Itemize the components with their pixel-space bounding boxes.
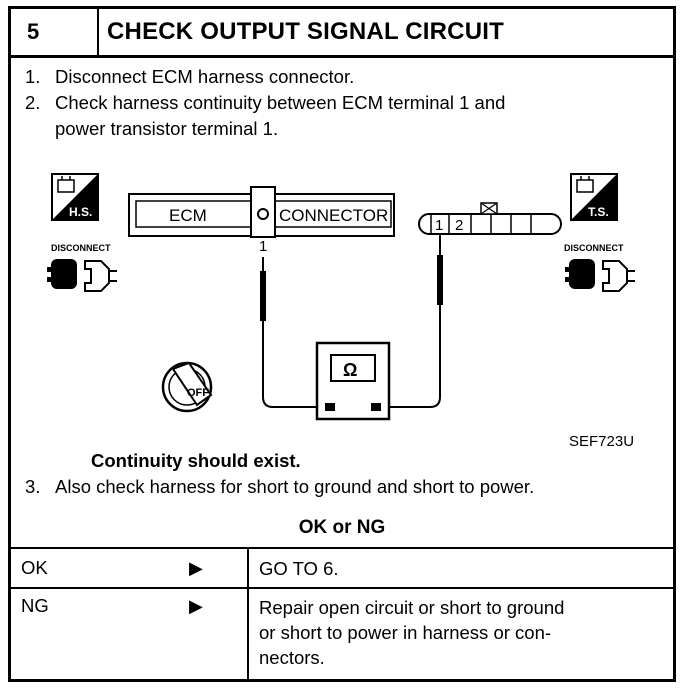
power-transistor-connector: 1 2 <box>418 202 562 235</box>
disconnect-label-left: DISCONNECT <box>51 243 111 253</box>
step-header: 5 CHECK OUTPUT SIGNAL CIRCUIT <box>11 9 673 58</box>
ecm-connector: ECM CONNECTOR <box>128 186 395 238</box>
figure-reference: SEF723U <box>569 433 634 450</box>
disconnect-label-right: DISCONNECT <box>564 243 624 253</box>
result-row-ok: OK ▶ GO TO 6. <box>11 547 673 589</box>
result-action: Repair open circuit or short to ground o… <box>259 595 564 670</box>
disconnect-plug-icon-right <box>565 259 635 292</box>
result-action-line: or short to power in harness or con- <box>259 622 552 643</box>
instruction-2-continued: power transistor terminal 1. <box>55 118 279 139</box>
result-status-cell: OK ▶ <box>11 549 249 587</box>
ignition-key-icon: OFF <box>161 361 213 413</box>
probe-right <box>437 255 443 305</box>
instruction-2: 2. Check harness continuity between ECM t… <box>25 91 505 115</box>
hs-badge-label: H.S. <box>69 205 92 219</box>
continuity-note: Continuity should exist. <box>91 450 301 471</box>
step-title: CHECK OUTPUT SIGNAL CIRCUIT <box>107 18 504 45</box>
pt-pin-1: 1 <box>435 217 443 234</box>
ohm-icon: Ω <box>343 360 357 380</box>
result-row-ng: NG ▶ Repair open circuit or short to gro… <box>11 587 673 679</box>
connector-icon <box>576 176 594 193</box>
arrow-right-icon: ▶ <box>189 596 203 616</box>
probe-left <box>260 271 266 321</box>
key-off-label: OFF <box>187 387 209 399</box>
ts-badge-label: T.S. <box>588 205 609 219</box>
result-status-cell: NG ▶ <box>11 587 249 679</box>
instruction-text: Check harness continuity between ECM ter… <box>55 92 506 113</box>
instruction-1: 1. Disconnect ECM harness connector. <box>25 65 354 89</box>
ecm-terminal-number: 1 <box>259 238 267 255</box>
result-action-line: nectors. <box>259 647 325 668</box>
ohmmeter: Ω <box>315 341 391 421</box>
arrow-right-icon: ▶ <box>189 558 203 578</box>
connector-label: CONNECTOR <box>279 206 388 225</box>
pt-pin-2: 2 <box>455 217 463 234</box>
result-status: NG <box>21 595 49 616</box>
decision-heading: OK or NG <box>298 517 386 538</box>
ecm-label: ECM <box>169 206 207 225</box>
result-action-line: Repair open circuit or short to ground <box>259 597 565 618</box>
step-number: 5 <box>11 9 99 55</box>
procedure-sheet: 5 CHECK OUTPUT SIGNAL CIRCUIT 1. Disconne… <box>8 6 676 682</box>
terminal-side-badge: T.S. <box>570 173 618 221</box>
instruction-number: 2. <box>25 92 41 113</box>
wiring-diagram: H.S. DISCONNECT ECM CONNECTOR 1 <box>47 173 635 450</box>
result-status: OK <box>21 557 48 578</box>
harness-side-badge: H.S. <box>51 173 99 221</box>
disconnect-plug-icon-left <box>47 259 117 292</box>
instruction-text: Also check harness for short to ground a… <box>55 476 535 497</box>
connector-icon <box>57 176 75 193</box>
instruction-number: 1. <box>25 66 41 87</box>
result-action: GO TO 6. <box>259 558 339 579</box>
instruction-3: 3. Also check harness for short to ground… <box>25 475 534 499</box>
instruction-number: 3. <box>25 476 41 497</box>
instruction-text: Disconnect ECM harness connector. <box>55 66 355 87</box>
